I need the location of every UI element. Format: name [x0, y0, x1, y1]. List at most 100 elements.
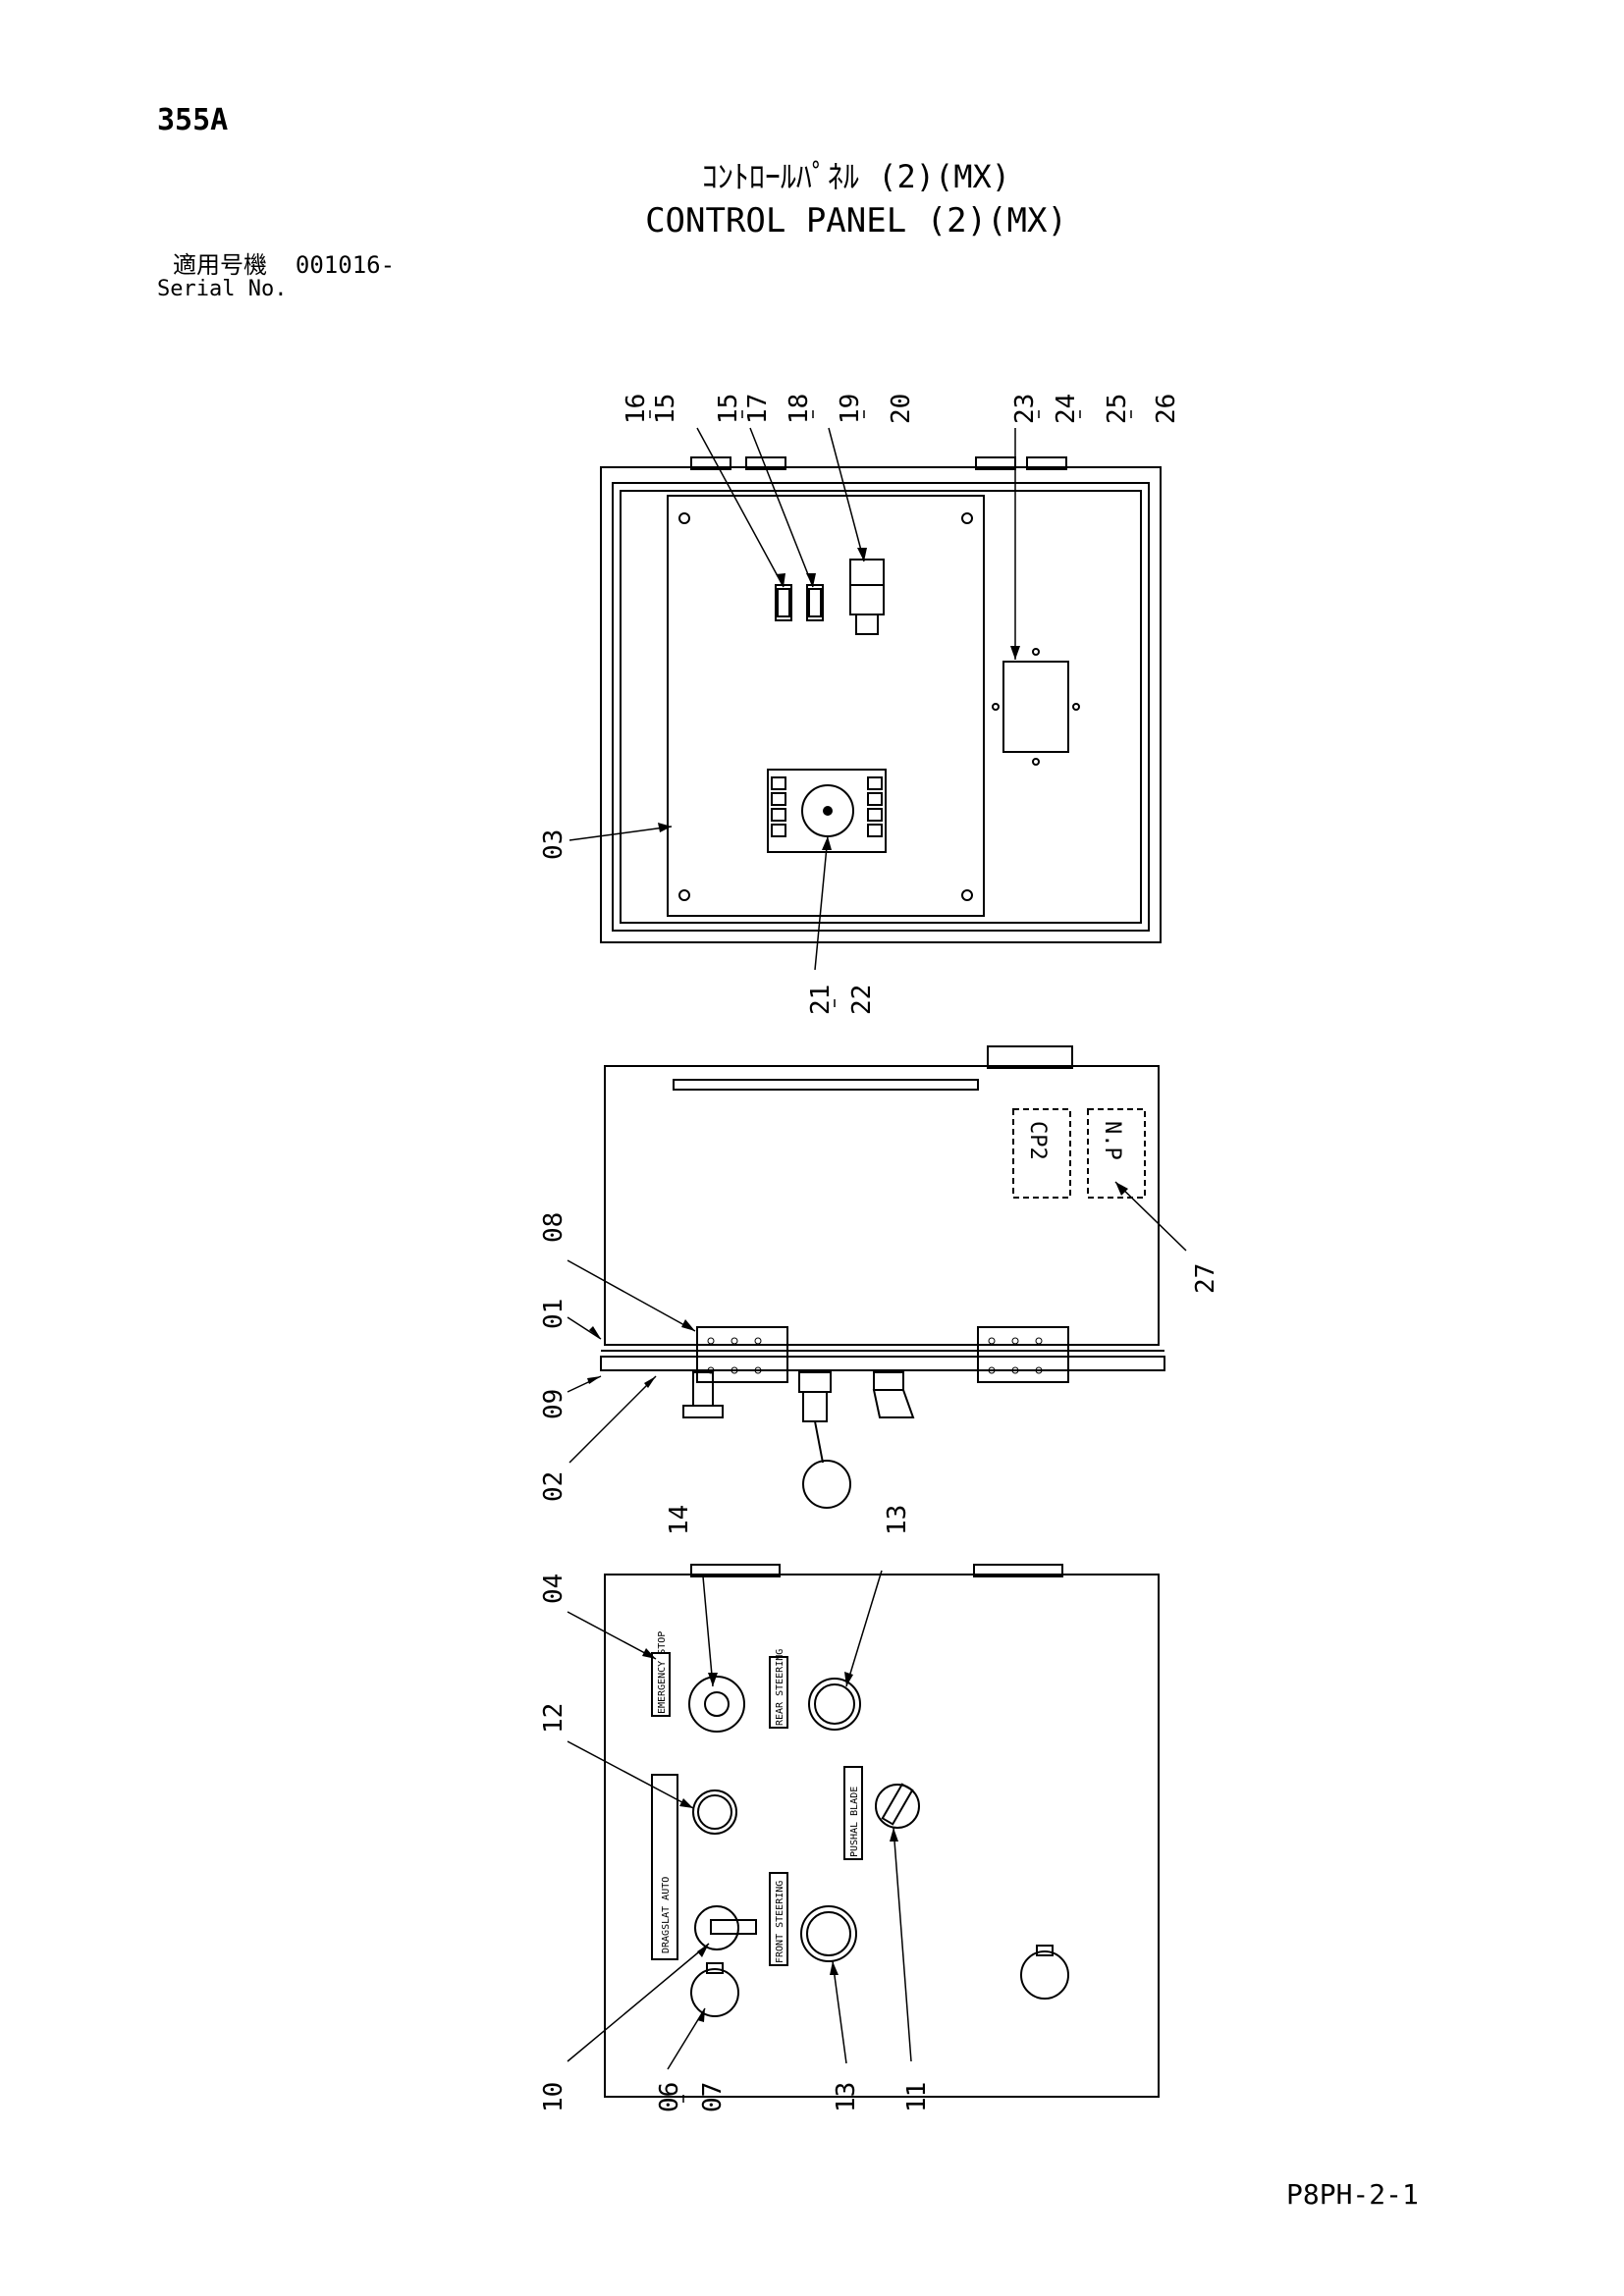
emergency-stop-button	[688, 1676, 745, 1733]
callout-08: 08	[539, 1212, 568, 1243]
terminal-box-bolt	[1072, 703, 1080, 711]
blade-selector-switch	[875, 1784, 920, 1829]
interior-inner-frame	[620, 490, 1142, 924]
footer-code: P8PH-2-1	[1286, 2178, 1419, 2211]
serial-value: 001016-	[295, 251, 396, 279]
callout-21: 21	[806, 985, 836, 1015]
plate-label-emergency-stop: EMERGENCY STOP	[657, 1631, 668, 1714]
interior-arrowheads	[658, 548, 1020, 850]
side-top-bracket	[673, 1079, 979, 1091]
side-hinge-right	[977, 1326, 1069, 1383]
hinge-top-left	[690, 456, 731, 470]
emergency-stop-cap	[704, 1691, 730, 1717]
callout-12: 12	[539, 1703, 568, 1734]
front-steering-button	[800, 1905, 857, 1962]
plate-label-pushal-blade: PUSHAL BLADE	[849, 1787, 860, 1857]
callout-23: 23	[1010, 394, 1040, 424]
plate-label-dragslat: DRAGSLAT AUTO	[661, 1877, 672, 1953]
front-leaders	[567, 1570, 912, 2070]
callout-20: 20	[887, 394, 916, 424]
callout-26: 26	[1152, 394, 1181, 424]
callout-15: 15	[651, 394, 680, 424]
plate-dragslat	[651, 1774, 678, 1960]
spare-hole-tab-left	[706, 1962, 724, 1974]
side-selector-body	[873, 1371, 904, 1391]
callout-07: 07	[698, 2082, 728, 2112]
serial-label-jp: 適用号機	[173, 251, 267, 279]
screw	[961, 512, 973, 524]
serial-label-en: Serial No.	[157, 277, 288, 301]
page-title-en: CONTROL PANEL (2)(MX)	[645, 201, 1067, 240]
front-hinge-left	[690, 1564, 781, 1577]
side-hinge-left	[696, 1326, 788, 1383]
front-view	[567, 1564, 1160, 2098]
auto-button-ring	[697, 1794, 732, 1830]
side-label-cp2-plate	[1012, 1108, 1071, 1199]
callout-04: 04	[539, 1574, 568, 1604]
spare-hole-tab-right	[1036, 1945, 1054, 1956]
side-joystick-shaft	[814, 1420, 824, 1464]
side-view	[567, 1045, 1187, 1509]
callout-24: 24	[1052, 394, 1081, 424]
callout-16: 16	[622, 394, 651, 424]
plate-label-cp2: CP2	[1025, 1121, 1050, 1160]
mode-selector-handle	[710, 1919, 757, 1935]
front-arrowheads	[642, 1648, 898, 2022]
terminal-box-bolt	[1032, 758, 1040, 766]
interior-seal	[612, 482, 1150, 932]
relay-2-inner	[808, 588, 822, 617]
plate-rear-steering	[769, 1656, 788, 1729]
plate-emergency-stop	[651, 1652, 671, 1717]
side-joystick-boot	[802, 1391, 828, 1422]
callout-dashes	[649, 410, 1132, 2103]
rear-steering-button	[808, 1678, 861, 1731]
interior-view	[568, 427, 1162, 971]
blade-selector-handle	[881, 1783, 914, 1826]
plate-labels: CP2 N.P EMERGENCY STOP REAR STEERING DRA…	[657, 1121, 1124, 1963]
spare-hole-cover-right	[1020, 1950, 1069, 2000]
mode-selector-switch	[694, 1905, 739, 1950]
fuse-holder-base	[855, 614, 879, 635]
side-enclosure-body	[604, 1065, 1160, 1346]
fuse-holder	[849, 559, 885, 586]
side-door-edge	[600, 1356, 1165, 1371]
interior-outer-frame	[600, 466, 1162, 943]
side-estop-head	[682, 1405, 724, 1418]
front-door	[604, 1574, 1160, 2098]
side-arrowheads	[587, 1182, 1128, 1388]
screw	[678, 889, 690, 901]
serial-number-row: 適用号機 001016-	[173, 253, 395, 277]
callout-02: 02	[539, 1471, 568, 1502]
interior-leaders	[568, 427, 1016, 971]
callout-09: 09	[539, 1389, 568, 1419]
hinge-top-right-2	[1026, 456, 1067, 470]
callout-17: 17	[743, 394, 773, 424]
side-label-np-plate	[1087, 1108, 1146, 1199]
rear-steering-button-ring	[814, 1683, 855, 1725]
side-joystick-mount	[798, 1371, 832, 1393]
spare-hole-cover-left	[690, 1968, 739, 2017]
auto-button	[692, 1789, 737, 1835]
callout-13-bottom: 13	[832, 2082, 861, 2112]
side-joystick-knob	[802, 1460, 851, 1509]
callout-14: 14	[665, 1505, 694, 1535]
plate-label-rear-steering: REAR STEERING	[775, 1649, 785, 1726]
plate-label-np: N.P	[1100, 1121, 1124, 1160]
callout-27: 27	[1191, 1263, 1220, 1294]
screw	[678, 512, 690, 524]
callout-19: 19	[836, 394, 865, 424]
callout-15b: 15	[714, 394, 743, 424]
page-code: 355A	[157, 103, 229, 137]
callout-01: 01	[539, 1299, 568, 1329]
side-top-hinge	[987, 1045, 1073, 1069]
fuse-holder-body	[849, 584, 885, 615]
joystick-center	[823, 806, 833, 816]
relay-2	[806, 584, 824, 621]
callout-labels: 16 15 15 17 18 19 20 23 24 25 26 03 21 2…	[539, 394, 1220, 2112]
front-hinge-right	[973, 1564, 1063, 1577]
terminal-box-bolt	[992, 703, 1000, 711]
callout-06: 06	[655, 2082, 684, 2112]
joystick-terminals	[771, 776, 883, 837]
side-selector-handle	[872, 1389, 915, 1418]
